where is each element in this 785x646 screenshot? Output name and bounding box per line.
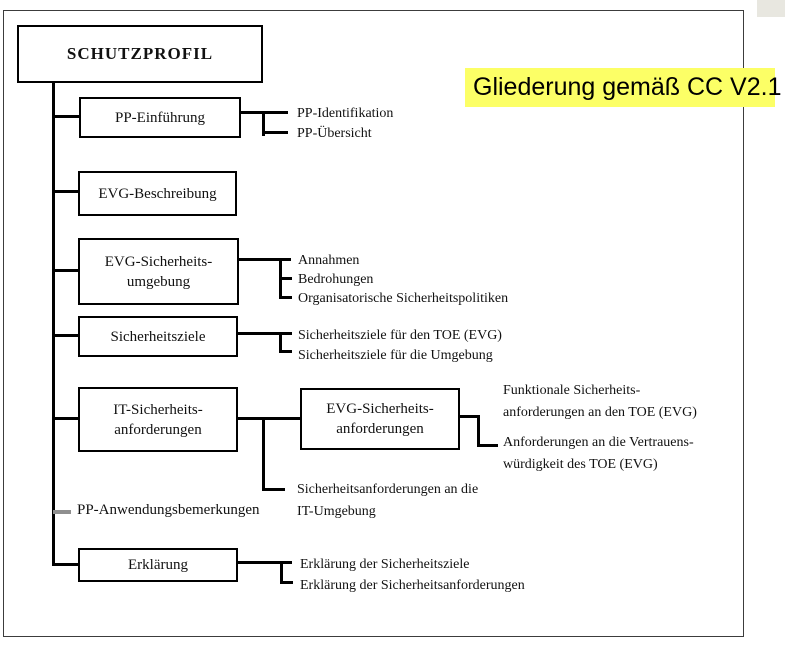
connector-line [237, 258, 291, 261]
leaf-tick [279, 350, 292, 353]
leaf-sicherheitsziele-umgebung: Sicherheitsziele für die Umgebung [298, 348, 493, 363]
connector-line [236, 332, 292, 335]
tick-pp-anwendungsbemerkungen [53, 510, 71, 514]
leaf-sicherheitsziele-toe: Sicherheitsziele für den TOE (EVG) [298, 328, 502, 343]
box-sicherheitsziele: Sicherheitsziele [78, 316, 238, 357]
spine-line [52, 81, 55, 566]
leaf-tick [279, 296, 292, 299]
box-pp-einfuehrung: PP-Einführung [79, 97, 241, 138]
leaf-funktionale-sicherheitsanforderungen: Funktionale Sicherheits- anforderungen a… [503, 383, 697, 420]
box-schutzprofil: SCHUTZPROFIL [17, 25, 263, 83]
leaf-tick [262, 131, 288, 134]
leaf-tick [279, 277, 292, 280]
leaf-tick [280, 581, 293, 584]
tick-it-sicherheitsanforderungen [52, 417, 79, 420]
leaf-bedrohungen: Bedrohungen [298, 272, 374, 287]
bracket-line [279, 332, 282, 353]
leaf-pp-uebersicht: PP-Übersicht [297, 126, 372, 141]
tick-sicherheitsziele [52, 334, 79, 337]
connector-line [236, 561, 292, 564]
box-it-sicherheitsanforderungen: IT-Sicherheits- anforderungen [78, 387, 238, 452]
tick-evg-sicherheitsumgebung [52, 269, 79, 272]
tick-pp-einfuehrung [52, 115, 80, 118]
box-evg-beschreibung: EVG-Beschreibung [78, 171, 237, 216]
leaf-sicherheitsanforderungen-it-umgebung: Sicherheitsanforderungen an die IT-Umgeb… [297, 482, 479, 519]
leaf-annahmen: Annahmen [298, 253, 360, 268]
bracket-line [262, 111, 265, 136]
drop-line [262, 417, 265, 491]
leaf-pp-identifikation: PP-Identifikation [297, 106, 394, 121]
leaf-tick [262, 488, 285, 491]
connector-line [236, 417, 300, 420]
corner-block [757, 0, 785, 17]
box-evg-sicherheitsanforderungen: EVG-Sicherheits- anforderungen [300, 388, 460, 450]
box-evg-sicherheitsumgebung: EVG-Sicherheits- umgebung [78, 238, 239, 305]
tick-erklaerung [52, 563, 79, 566]
leaf-erklaerung-sicherheitsanforderungen: Erklärung der Sicherheitsanforderungen [300, 578, 525, 593]
tick-evg-beschreibung [52, 190, 79, 193]
leaf-erklaerung-sicherheitsziele: Erklärung der Sicherheitsziele [300, 557, 470, 572]
annotation-badge: Gliederung gemäß CC V2.1 [465, 68, 781, 107]
leaf-organisatorische-sicherheitspolitiken: Organisatorische Sicherheitspolitiken [298, 291, 509, 306]
bracket-line [477, 415, 480, 447]
leaf-tick [477, 444, 498, 447]
connector-line [458, 415, 480, 418]
leaf-anforderungen-vertrauenswuerdigkeit: Anforderungen an die Vertrauens- würdigk… [503, 435, 694, 472]
node-pp-anwendungsbemerkungen: PP-Anwendungsbemerkungen [77, 502, 260, 518]
box-erklaerung: Erklärung [78, 548, 238, 582]
bracket-line [280, 561, 283, 584]
